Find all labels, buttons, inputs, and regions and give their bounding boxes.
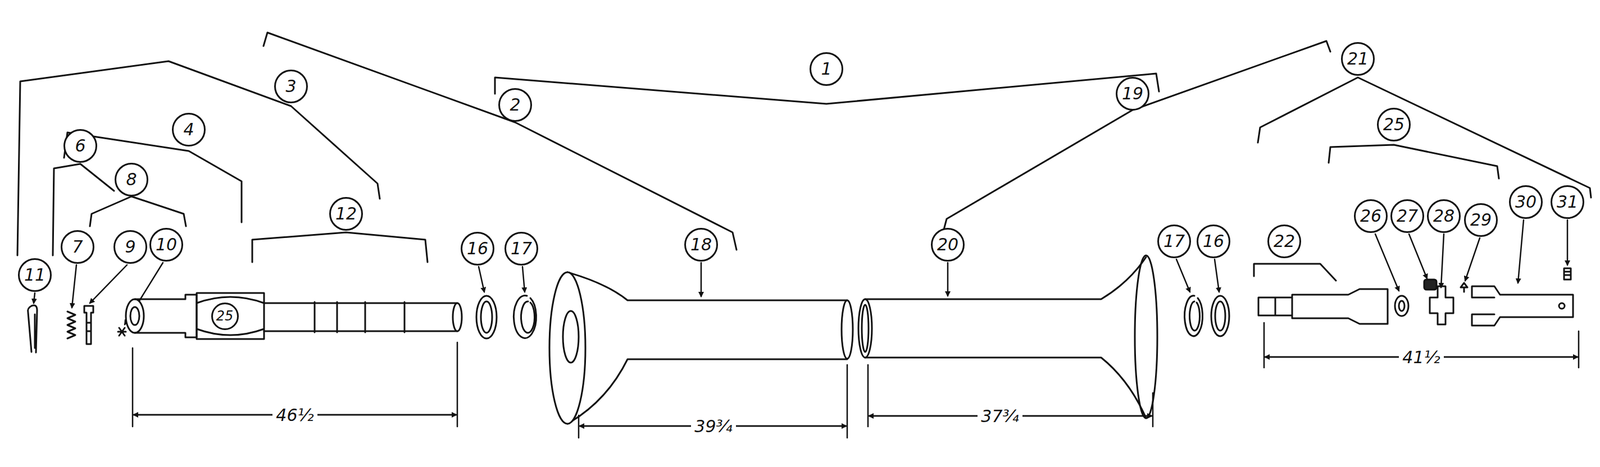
callout-circle: 2 bbox=[498, 88, 533, 122]
callout-number: 29 bbox=[1470, 211, 1492, 229]
snap-ring bbox=[1184, 296, 1203, 337]
bracket bbox=[1253, 264, 1336, 281]
callout-number: 2 bbox=[509, 96, 521, 114]
callout-circle: 17 bbox=[1157, 224, 1192, 259]
pin bbox=[84, 306, 94, 345]
callout-circle: 27 bbox=[1390, 199, 1425, 234]
small-part bbox=[117, 328, 126, 336]
callout-circle: 16 bbox=[460, 232, 495, 266]
ring bbox=[1211, 296, 1230, 337]
callout-circle: 7 bbox=[60, 230, 95, 265]
callout-number: 27 bbox=[1396, 207, 1418, 225]
callout-circle: 11 bbox=[17, 258, 52, 293]
callout-circle: 3 bbox=[274, 69, 308, 104]
dimension-label: 37¾ bbox=[977, 407, 1022, 426]
ring bbox=[476, 296, 497, 339]
callout-number: 9 bbox=[124, 238, 136, 256]
callout-circle: 31 bbox=[1550, 185, 1585, 220]
dimension-label: 39¾ bbox=[691, 417, 736, 436]
callout-number: 4 bbox=[183, 121, 194, 139]
callout-number: 26 bbox=[1360, 207, 1382, 225]
bracket bbox=[89, 196, 186, 227]
shaft bbox=[264, 302, 458, 333]
callout-circle: 17 bbox=[504, 232, 539, 266]
callout-number: 11 bbox=[24, 266, 46, 284]
callout-circle: 26 bbox=[1353, 199, 1388, 234]
callout-number: 16 bbox=[466, 240, 489, 258]
callout-circle: 1 bbox=[809, 52, 844, 86]
callout-circle: 21 bbox=[1341, 42, 1375, 76]
bracket bbox=[17, 61, 380, 256]
bracket bbox=[1257, 77, 1592, 198]
callout-circle: 16 bbox=[1196, 224, 1231, 259]
dimension-label: 46½ bbox=[272, 406, 317, 425]
callout-number: 17 bbox=[1163, 233, 1185, 250]
yoke-body bbox=[134, 294, 197, 338]
shield-tube bbox=[865, 257, 1147, 419]
callout-number: 30 bbox=[1515, 193, 1537, 211]
callout-circle: 8 bbox=[114, 162, 149, 197]
bracket bbox=[1328, 144, 1499, 179]
bracket bbox=[252, 232, 428, 263]
callout-circle: 12 bbox=[329, 197, 363, 231]
dimension-label: 41½ bbox=[1398, 348, 1444, 367]
callout-number: 25 bbox=[1383, 116, 1405, 134]
callout-number: 10 bbox=[155, 236, 177, 254]
set-screw bbox=[1564, 268, 1571, 280]
callout-number: 28 bbox=[1433, 207, 1455, 225]
callout-circle: 25 bbox=[1376, 107, 1411, 142]
callout-circle: 30 bbox=[1508, 185, 1543, 220]
callout-number: 25 bbox=[216, 309, 234, 324]
callout-number: 20 bbox=[937, 236, 959, 254]
yoke-30 bbox=[1471, 286, 1574, 326]
callout-number: 3 bbox=[285, 78, 297, 95]
callout-number: 7 bbox=[71, 238, 83, 256]
callout-circle: 9 bbox=[113, 230, 148, 265]
cross bbox=[1429, 286, 1454, 325]
cotter-pin bbox=[28, 305, 38, 353]
callout-number: 1 bbox=[820, 60, 832, 78]
callout-number: 12 bbox=[335, 205, 357, 223]
shield-tube bbox=[567, 272, 848, 425]
callout-circle: 20 bbox=[930, 228, 965, 262]
callout-number: 16 bbox=[1202, 233, 1225, 250]
callout-circle: 29 bbox=[1464, 203, 1498, 238]
callout-circle: 22 bbox=[1267, 224, 1302, 259]
callout-circle: 4 bbox=[171, 112, 206, 147]
callout-circle: 10 bbox=[149, 228, 184, 262]
callout-number: 17 bbox=[510, 240, 533, 258]
callout-number: 31 bbox=[1556, 193, 1579, 211]
yoke-end bbox=[125, 299, 144, 334]
callout-number: 21 bbox=[1347, 50, 1369, 68]
callout-circle: 6 bbox=[63, 129, 98, 163]
callout-number: 8 bbox=[125, 171, 137, 189]
snap-ring bbox=[513, 295, 536, 339]
callout-circle: 25 bbox=[211, 302, 239, 331]
callout-circle: 28 bbox=[1426, 199, 1461, 234]
callout-circle: 18 bbox=[684, 228, 718, 262]
dimension-lines bbox=[132, 323, 1579, 439]
universal-joint bbox=[196, 293, 265, 340]
bracket bbox=[943, 41, 1331, 230]
shaft-22 bbox=[1258, 289, 1388, 325]
callout-number: 18 bbox=[690, 236, 712, 254]
callout-number: 22 bbox=[1273, 233, 1295, 250]
callout-circle: 19 bbox=[1115, 76, 1150, 111]
grease-fitting bbox=[1460, 283, 1468, 293]
spring bbox=[67, 311, 76, 339]
bracket bbox=[263, 32, 737, 250]
callout-number: 19 bbox=[1121, 85, 1144, 103]
callout-number: 6 bbox=[74, 137, 86, 155]
